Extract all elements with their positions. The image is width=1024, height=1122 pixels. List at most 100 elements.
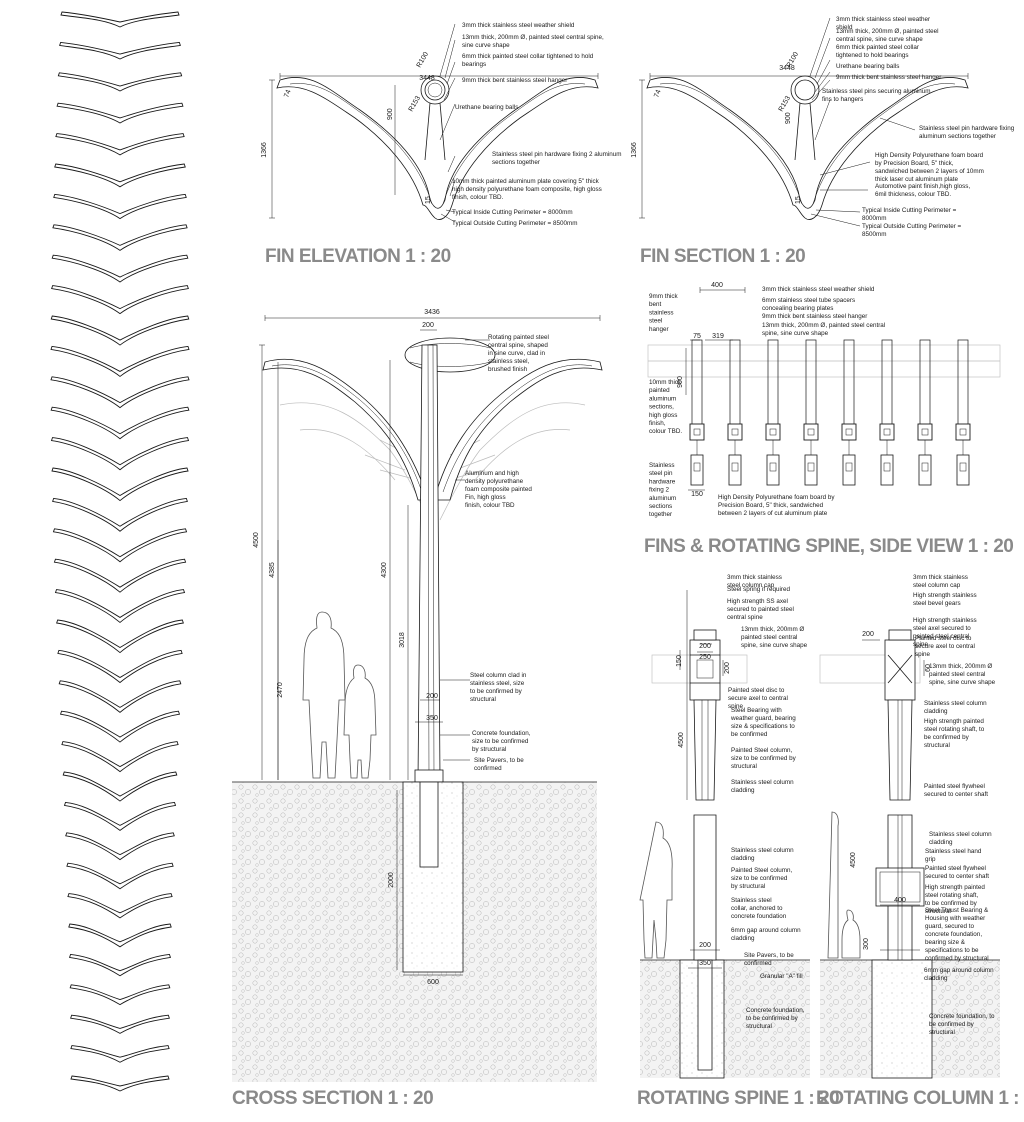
annotation-note: Concrete foundation,size to be confirmed… <box>472 730 531 753</box>
spine-dim-4500: 4500 <box>678 732 685 748</box>
annotation-note: 13mm thick, 200mm Ø, painted steel centr… <box>762 322 885 337</box>
fin-profile <box>60 11 180 28</box>
fin-profile <box>69 984 171 1006</box>
fin-sec-dim-r1: R100 <box>786 51 800 69</box>
fin-elev-dim-900: 900 <box>387 108 394 120</box>
fin-elevation-notes: 3mm thick stainless steel weather shield… <box>452 22 622 227</box>
fin-profile <box>52 224 188 251</box>
fin-sec-dim-r2: R153 <box>778 95 792 113</box>
side-hanger <box>689 339 705 486</box>
column-dim-300: 300 <box>863 938 870 950</box>
fin-profile <box>57 649 183 684</box>
annotation-note: 9mm thick bent stainless steel hanger <box>762 313 867 320</box>
fin-profile <box>70 1014 170 1034</box>
side-dim-150: 150 <box>691 491 703 498</box>
fin-sec-dim-width: 3448 <box>779 65 795 72</box>
annotation-note: 3mm thick stainless steel weather shield <box>462 22 575 29</box>
column-dim-60: 60 <box>925 664 932 672</box>
spine-dim-150: 150 <box>676 655 683 667</box>
side-view-title: FINS & ROTATING SPINE, SIDE VIEW 1 : 20 <box>644 536 1013 557</box>
annotation-note: 10mm thick painted aluminum plate coveri… <box>452 178 602 201</box>
fin-profile <box>70 1075 170 1092</box>
cross-dim-3018: 3018 <box>399 632 406 648</box>
fin-profile <box>54 163 186 188</box>
annotation-note: Urethane bearing balls <box>455 104 518 111</box>
column-dim-200: 200 <box>862 631 874 638</box>
fin-sec-dim-74: 74 <box>653 89 662 99</box>
fin-profile <box>66 862 174 890</box>
fin-section-drawing <box>639 17 969 227</box>
fin-sec-dim-15: 15 <box>795 196 802 204</box>
fin-section-title: FIN SECTION 1 : 20 <box>640 246 805 267</box>
fin-profile <box>56 102 184 124</box>
fin-profile <box>54 589 186 624</box>
rotating-spine-drawing <box>639 590 810 1079</box>
spine-dim-350: 350 <box>699 960 711 967</box>
rotating-column-drawing <box>819 629 1000 1079</box>
fin-profile <box>50 406 190 440</box>
spine-dim-200b: 200 <box>699 942 711 949</box>
side-dim-319: 319 <box>712 333 724 340</box>
fin-profile <box>50 376 190 409</box>
fin-sec-dim-900: 900 <box>785 112 792 124</box>
annotation-note: Painted Steel column,size to be confirme… <box>731 747 797 770</box>
column-dim-4500: 4500 <box>850 852 857 868</box>
annotation-note: 9mm thick bent stainless steel hanger <box>836 74 941 81</box>
fin-profile <box>68 953 172 977</box>
fin-profile <box>70 1045 170 1063</box>
annotation-note: 3mm thick stainless steel weather shield <box>762 286 875 293</box>
side-hanger <box>955 339 971 486</box>
fin-profile <box>65 832 175 861</box>
annotation-note: Stainless steel pin hardware fixing 2 al… <box>492 151 622 166</box>
annotation-note: Steel spring if required <box>727 586 791 593</box>
fin-profile <box>68 923 172 948</box>
side-dim-900: 900 <box>677 376 684 388</box>
fin-profile <box>53 193 187 220</box>
spine-dim-200: 200 <box>699 643 711 650</box>
rotating-spine-title: ROTATING SPINE 1 : 20 <box>637 1088 839 1109</box>
fin-profile <box>62 771 178 802</box>
fin-profile <box>52 528 188 563</box>
annotation-note: 6mm thick painted steel collar tightened… <box>462 53 594 68</box>
cross-section-drawing <box>232 315 603 1082</box>
cross-dim-2470: 2470 <box>277 682 284 698</box>
annotation-note: Steel Thrust Bearing &Housing with weath… <box>925 907 989 962</box>
fin-elev-dim-15: 15 <box>425 196 432 204</box>
side-hanger <box>917 339 933 486</box>
fin-sec-dim-height: 1366 <box>631 142 638 158</box>
side-dim-75: 75 <box>693 333 701 340</box>
fin-elev-dim-r2: R153 <box>408 95 422 113</box>
fin-profile <box>50 437 190 471</box>
fin-profile <box>53 558 187 593</box>
side-hanger <box>841 339 857 486</box>
fin-profile <box>55 133 185 156</box>
annotation-note: Typical Outside Cutting Perimeter = 8500… <box>452 220 577 227</box>
cross-dim-4300: 4300 <box>381 562 388 578</box>
fin-profile <box>51 467 189 502</box>
